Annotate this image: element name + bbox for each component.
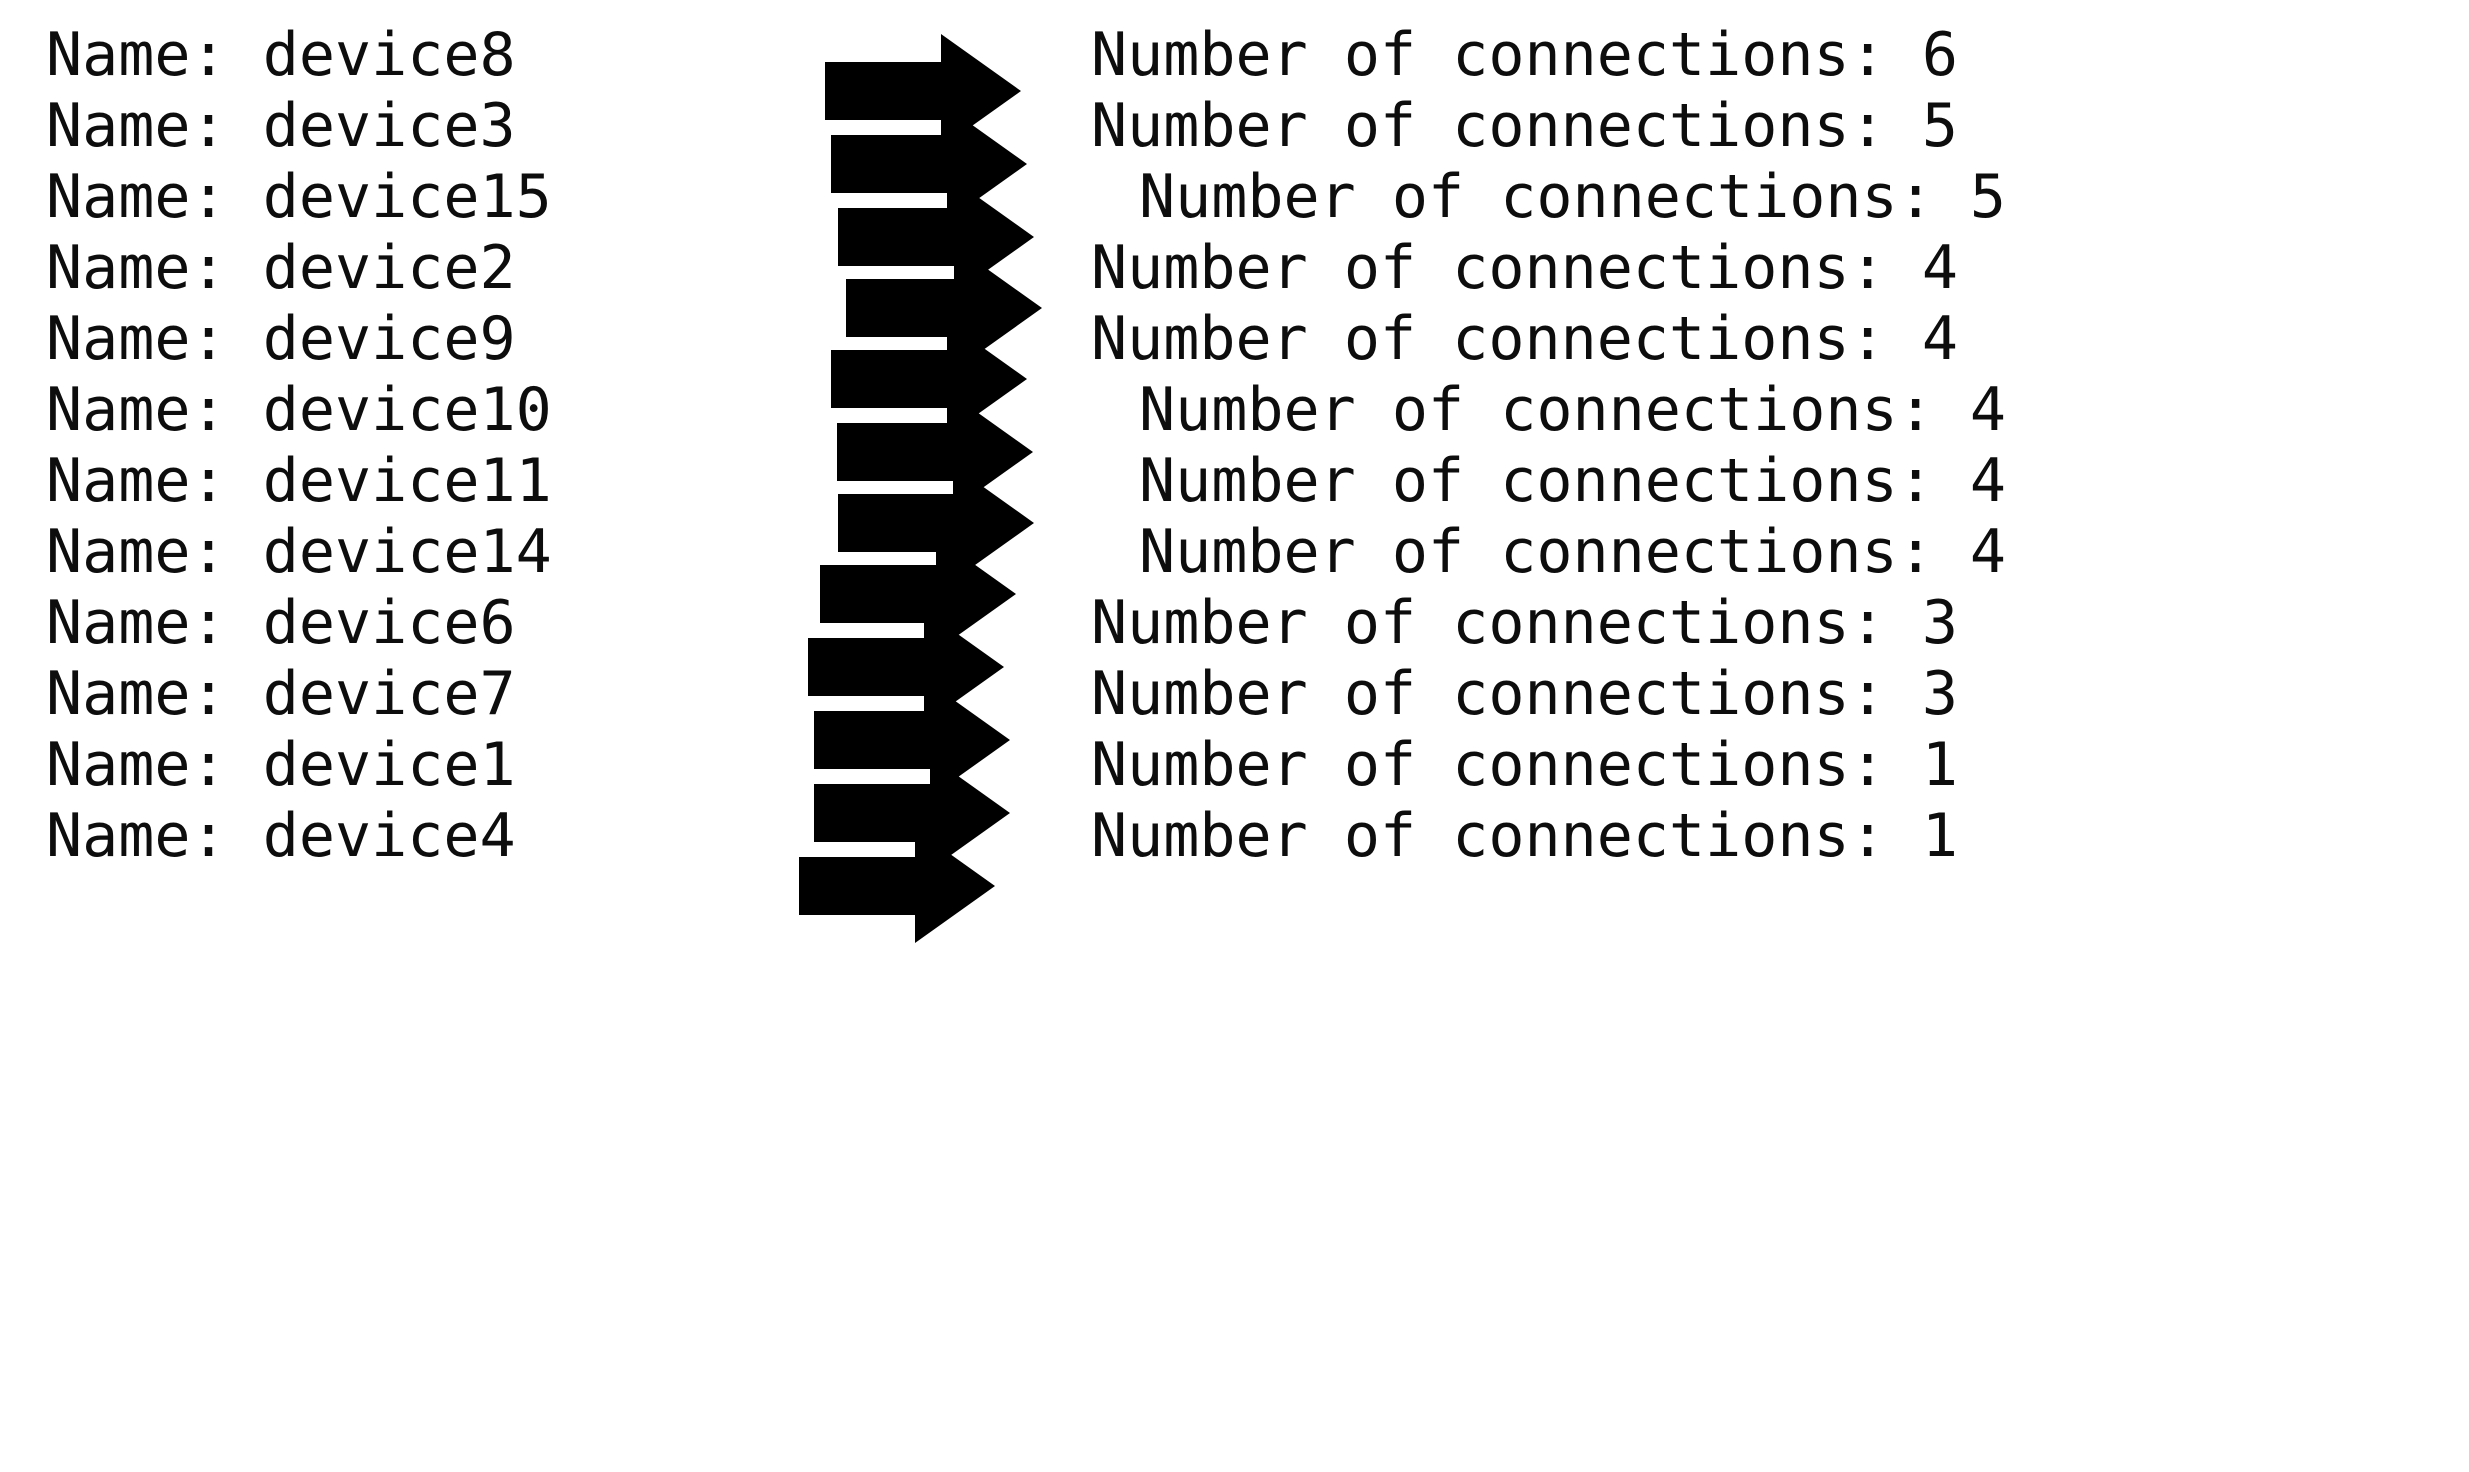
arrow-right-icon [829, 320, 1029, 438]
device-row: Name: device11 Number of connections: 4 [0, 446, 2469, 580]
connection-count-label: Number of connections: 4 [1139, 517, 2006, 587]
device-name-label: Name: device10 [46, 375, 552, 445]
device-name-label: Name: device8 [46, 20, 516, 90]
arrow-right-icon [835, 393, 1035, 511]
device-row: Name: device15 Number of connections: 5 [0, 162, 2469, 294]
device-row: Name: device14 Number of connections: 4 [0, 517, 2469, 651]
device-row: Name: device8 Number of connections: 6 [0, 20, 2469, 148]
arrow-right-icon [836, 178, 1036, 296]
device-row: Name: device10 Number of connections: 4 [0, 375, 2469, 509]
device-name-label: Name: device1 [46, 730, 516, 800]
connection-count-label: Number of connections: 4 [1139, 375, 2006, 445]
arrow-right-icon [829, 105, 1029, 223]
device-row: Name: device9 Number of connections: 4 [0, 304, 2469, 436]
device-name-label: Name: device3 [46, 91, 516, 161]
device-name-label: Name: device2 [46, 233, 516, 303]
device-row: Name: device3 Number of connections: 5 [0, 91, 2469, 221]
arrow-right-icon [806, 608, 1006, 726]
device-name-label: Name: device11 [46, 446, 552, 516]
device-name-label: Name: device9 [46, 304, 516, 374]
connection-count-label: Number of connections: 5 [1139, 162, 2006, 232]
arrow-right-icon [797, 827, 997, 945]
connection-count-label: Number of connections: 4 [1091, 233, 1958, 303]
connection-count-label: Number of connections: 5 [1091, 91, 1958, 161]
arrow-right-icon [812, 754, 1012, 872]
connection-count-label: Number of connections: 1 [1091, 730, 1958, 800]
connection-count-label: Number of connections: 1 [1091, 801, 1958, 871]
connection-count-label: Number of connections: 3 [1091, 588, 1958, 658]
connection-count-label: Number of connections: 4 [1139, 446, 2006, 516]
arrow-right-icon [844, 249, 1044, 367]
arrow-right-icon [836, 464, 1036, 582]
device-row: Name: device2 Number of connections: 4 [0, 233, 2469, 365]
device-row: Name: device4 Number of connections: 1 [0, 801, 2469, 943]
arrow-right-icon [812, 681, 1012, 799]
device-name-label: Name: device6 [46, 588, 516, 658]
device-name-label: Name: device7 [46, 659, 516, 729]
device-row: Name: device7 Number of connections: 3 [0, 659, 2469, 797]
device-name-label: Name: device14 [46, 517, 552, 587]
connection-count-label: Number of connections: 3 [1091, 659, 1958, 729]
connection-count-label: Number of connections: 6 [1091, 20, 1958, 90]
arrow-right-icon [823, 32, 1023, 150]
connection-count-label: Number of connections: 4 [1091, 304, 1958, 374]
device-name-label: Name: device15 [46, 162, 552, 232]
arrow-right-icon [818, 535, 1018, 653]
device-row: Name: device6 Number of connections: 3 [0, 588, 2469, 724]
device-name-label: Name: device4 [46, 801, 516, 871]
